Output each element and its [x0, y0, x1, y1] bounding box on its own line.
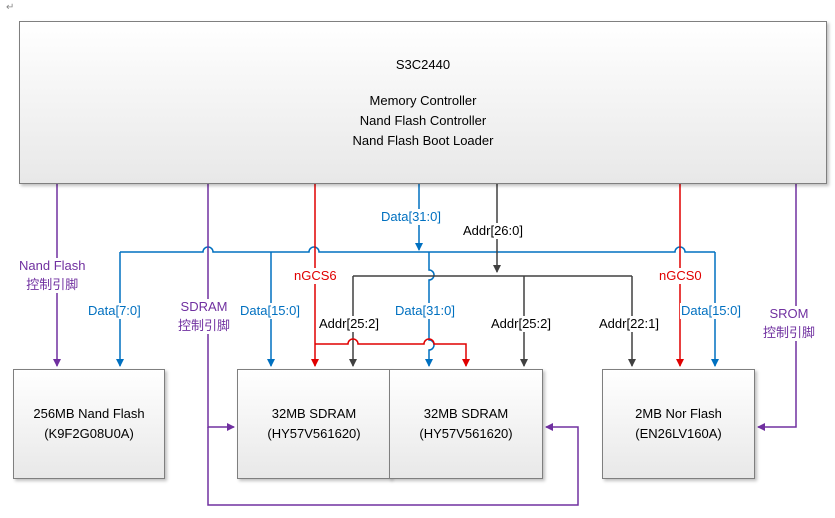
s3c2440-block: S3C2440 Memory Controller Nand Flash Con… [19, 21, 827, 184]
sdram-2-block: 32MB SDRAM (HY57V561620) [389, 369, 543, 479]
nor-part: (EN26LV160A) [635, 426, 722, 441]
data-nor-label: Data[15:0] [680, 303, 742, 319]
sdram-control-line-1: SDRAM [180, 299, 228, 314]
cpu-line-nand-controller: Nand Flash Controller [359, 112, 487, 128]
sdram-control-label: SDRAM 控制引脚 [177, 299, 232, 334]
nand-part: (K9F2G08U0A) [44, 426, 134, 441]
srom-control-line-2: 控制引脚 [763, 325, 816, 340]
nor-flash-block: 2MB Nor Flash (EN26LV160A) [602, 369, 755, 479]
addr-sdram1-label: Addr[25:2] [318, 316, 380, 332]
nand-size-name: 256MB Nand Flash [33, 406, 145, 421]
nand-flash-block: 256MB Nand Flash (K9F2G08U0A) [13, 369, 165, 479]
nand-control-line-2: 控制引脚 [26, 277, 79, 292]
cpu-line-memory-controller: Memory Controller [369, 92, 477, 108]
addr-sdram2-label: Addr[25:2] [490, 316, 552, 332]
nand-control-label: Nand Flash 控制引脚 [18, 258, 87, 293]
data-main-label: Data[31:0] [380, 209, 442, 225]
cpu-line-boot-loader: Nand Flash Boot Loader [352, 132, 494, 148]
cpu-name: S3C2440 [395, 56, 451, 72]
srom-control-label: SROM 控制引脚 [762, 306, 817, 341]
nor-size-name: 2MB Nor Flash [635, 406, 722, 421]
sdram-1-part: (HY57V561620) [267, 426, 361, 441]
sdram-2-part: (HY57V561620) [419, 426, 513, 441]
sdram-1-block: 32MB SDRAM (HY57V561620) [237, 369, 391, 479]
sdram-control-line-2: 控制引脚 [178, 318, 231, 333]
srom-control-line-1: SROM [769, 306, 809, 321]
addr-nor-label: Addr[22:1] [598, 316, 660, 332]
data-sdram2-label: Data[31:0] [394, 303, 456, 319]
ngcs6-label: nGCS6 [293, 268, 338, 284]
ngcs0-label: nGCS0 [658, 268, 703, 284]
nand-control-line-1: Nand Flash [19, 258, 86, 273]
data-sdram1-label: Data[15:0] [239, 303, 301, 319]
addr-main-label: Addr[26:0] [462, 223, 524, 239]
sdram-2-size-name: 32MB SDRAM [423, 406, 509, 421]
sdram-1-size-name: 32MB SDRAM [271, 406, 357, 421]
data-nand-label: Data[7:0] [87, 303, 142, 319]
paragraph-mark: ↵ [6, 2, 15, 13]
